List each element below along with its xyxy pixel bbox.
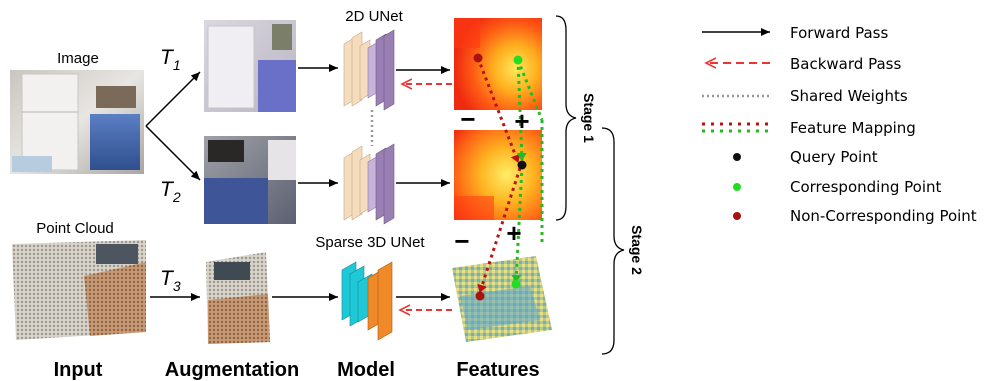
non-corresponding-point-3d (475, 291, 485, 301)
legend-corr-label: Corresponding Point (790, 178, 941, 196)
t3-label: T3 (160, 267, 181, 294)
t1-label: T1 (160, 46, 181, 73)
legend-shared-label: Shared Weights (790, 87, 908, 105)
augmented-point-cloud (206, 252, 270, 344)
minus-sign-2: − (454, 226, 469, 256)
input-column-label: Input (54, 359, 103, 381)
stage1-label: Stage 1 (581, 93, 597, 143)
unet3d (341, 261, 393, 341)
transform-arrows (145, 71, 201, 301)
non-corresponding-point (473, 53, 483, 63)
query-point (517, 160, 527, 170)
input-point-cloud (12, 240, 146, 340)
unet2d-label: 2D UNet (345, 8, 403, 25)
plus-sign-2: + (506, 218, 521, 248)
augmented-image-2 (204, 136, 296, 224)
legend-corr-symbol (733, 183, 741, 191)
unet2d-top (343, 29, 395, 111)
stage2-label: Stage 2 (629, 225, 645, 275)
backward-arrows (400, 84, 452, 310)
augmentation-column-label: Augmentation (165, 359, 299, 381)
legend-query-symbol (733, 153, 741, 161)
to-features-arrows (396, 66, 450, 301)
image-label: Image (57, 50, 99, 67)
feature-map-3d (452, 256, 552, 342)
plus-sign-1: + (514, 106, 529, 136)
input-image (10, 70, 144, 174)
model-column-label: Model (337, 359, 395, 381)
unet2d-bottom (343, 143, 395, 225)
feature-map-2 (454, 130, 542, 220)
feature-mapping-links (476, 57, 544, 293)
minus-sign-1: − (460, 104, 475, 134)
corresponding-point (513, 55, 523, 65)
unet3d-label: Sparse 3D UNet (315, 234, 425, 251)
stage2-brace (601, 127, 625, 355)
legend-forward-label: Forward Pass (790, 24, 888, 42)
legend-backward-label: Backward Pass (790, 55, 901, 73)
features-column-label: Features (456, 359, 539, 381)
legend-mapping-label: Feature Mapping (790, 119, 916, 137)
legend-noncorr-label: Non-Corresponding Point (790, 207, 977, 225)
legend-query-label: Query Point (790, 148, 878, 166)
augmented-image-1 (204, 20, 296, 112)
to-model-arrows (272, 64, 338, 301)
legend: Forward Pass Backward Pass Shared Weight… (702, 24, 977, 225)
stage1-brace (555, 15, 577, 221)
feature-map-1 (454, 18, 542, 110)
legend-noncorr-symbol (733, 212, 741, 220)
point-cloud-label: Point Cloud (36, 220, 114, 237)
corresponding-point-3d (511, 279, 521, 289)
t2-label: T2 (160, 178, 181, 205)
